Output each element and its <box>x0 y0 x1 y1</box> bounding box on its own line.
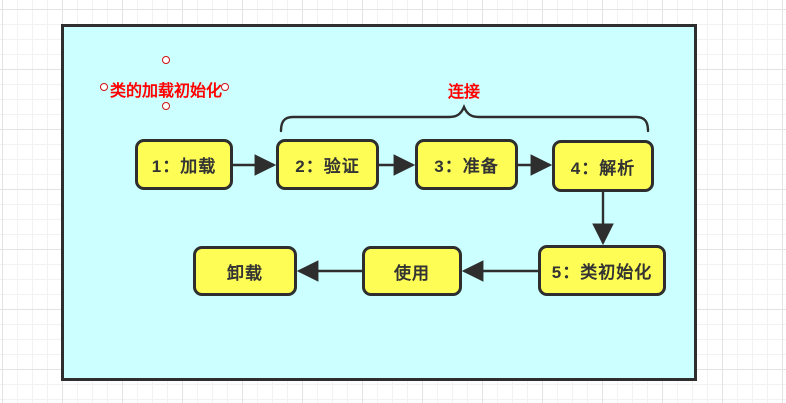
group-label-connection[interactable]: 连接 <box>447 84 480 101</box>
node-init[interactable]: 5：类初始化 <box>538 245 666 296</box>
selection-handle-right[interactable] <box>221 83 229 91</box>
node-load[interactable]: 1：加载 <box>135 139 233 190</box>
selection-handle-bottom[interactable] <box>162 102 170 110</box>
selection-handle-left[interactable] <box>100 83 108 91</box>
node-unload[interactable]: 卸载 <box>193 246 297 296</box>
node-prepare[interactable]: 3：准备 <box>415 139 518 190</box>
brace-connection-group[interactable] <box>279 103 650 133</box>
node-verify[interactable]: 2：验证 <box>276 139 379 190</box>
diagram-title[interactable]: 类的加载初始化 <box>109 83 222 100</box>
diagram-canvas-shape[interactable] <box>61 24 697 381</box>
selection-handle-top[interactable] <box>162 56 170 64</box>
node-use[interactable]: 使用 <box>362 246 462 296</box>
node-resolve[interactable]: 4：解析 <box>552 140 654 192</box>
